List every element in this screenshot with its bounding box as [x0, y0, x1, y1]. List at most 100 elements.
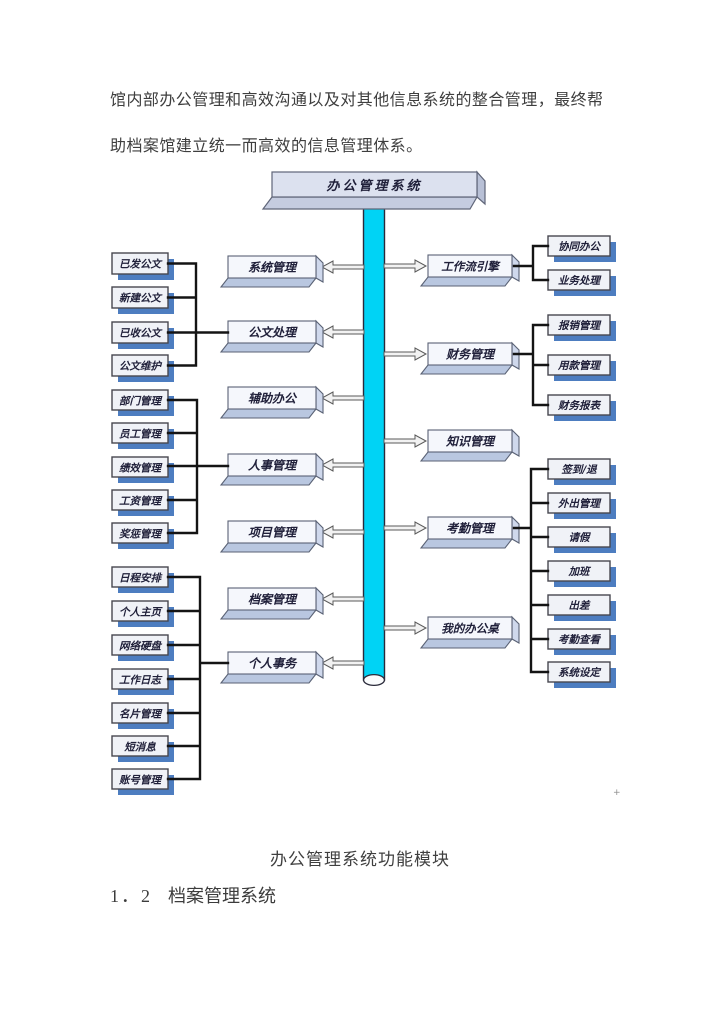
- right-arrows: [383, 259, 428, 635]
- child-box: 员工管理: [111, 422, 174, 449]
- diagram-connectors: [166, 244, 550, 781]
- module-bar-knowledge-mgmt: 知识管理: [419, 428, 520, 462]
- child-box-label: 用款管理: [557, 359, 602, 372]
- child-box-label: 协同办公: [558, 240, 601, 253]
- child-box: 用款管理: [547, 354, 616, 381]
- module-bar-auxiliary-office: 辅助办公: [219, 385, 324, 419]
- child-box-label: 新建公文: [119, 292, 163, 305]
- module-bar-label: 档案管理: [248, 593, 298, 607]
- child-box-label: 考勤查看: [558, 633, 601, 646]
- module-bar-attendance-mgmt: 考勤管理: [419, 515, 520, 549]
- child-box: 部门管理: [111, 389, 174, 416]
- child-box-label: 财务报表: [557, 399, 601, 412]
- child-box-label: 出差: [569, 599, 591, 612]
- right-children-group1: 协同办公 业务处理: [547, 235, 616, 296]
- child-box: 网络硬盘: [111, 634, 174, 661]
- paragraph-line: 馆内部办公管理和高效沟通以及对其他信息系统的整合管理，最终帮: [110, 92, 604, 109]
- child-box: 系统设定: [547, 661, 616, 688]
- arrow-right-icon: [383, 347, 428, 361]
- body-paragraph: 馆内部办公管理和高效沟通以及对其他信息系统的整合管理，最终帮 助档案馆建立统一而…: [110, 78, 626, 170]
- child-box: 工资管理: [111, 489, 174, 516]
- paragraph-line: 助档案馆建立统一而高效的信息管理体系。: [110, 138, 423, 155]
- child-box: 报销管理: [547, 314, 616, 341]
- module-bar-document-processing: 公文处理: [219, 319, 324, 353]
- child-box-label: 员工管理: [119, 428, 163, 441]
- arrow-right-icon: [383, 621, 428, 635]
- arrow-right-icon: [383, 434, 428, 448]
- left-module-bars: 系统管理 公文处理 辅助办公 人事管理: [219, 254, 324, 684]
- arrow-right-icon: [383, 521, 428, 535]
- module-bar-workflow-engine: 工作流引擎: [419, 253, 520, 287]
- left-children-group3: 日程安排 个人主页 网络硬盘 工作日志 名片管理: [111, 566, 174, 795]
- module-bar-system-mgmt: 系统管理: [219, 254, 324, 288]
- arrow-left-icon: [320, 260, 365, 274]
- module-bar-label: 项目管理: [248, 526, 298, 540]
- module-bar-hr-mgmt: 人事管理: [219, 452, 324, 486]
- arrow-left-icon: [320, 391, 365, 405]
- child-box-label: 系统设定: [558, 666, 601, 679]
- child-box: 账号管理: [111, 768, 174, 795]
- child-box: 公文维护: [111, 354, 174, 382]
- central-pipe: [362, 197, 386, 687]
- right-module-bars: 工作流引擎 财务管理 知识管理 考勤管理: [419, 253, 520, 649]
- child-box: 财务报表: [547, 394, 616, 421]
- module-bar-personal-affairs: 个人事务: [219, 650, 324, 684]
- left-arrows: [320, 260, 365, 670]
- module-bar-finance-mgmt: 财务管理: [419, 341, 520, 375]
- module-bar-label: 系统管理: [248, 261, 298, 275]
- module-bar-label: 知识管理: [445, 435, 496, 449]
- child-box-label: 短消息: [124, 741, 156, 754]
- child-box-label: 工资管理: [119, 495, 163, 508]
- diagram-title: 办公管理系统: [326, 178, 422, 194]
- connector-group-l3: [166, 575, 230, 781]
- connector-group-l2: [166, 398, 230, 535]
- child-box: 请假: [547, 526, 616, 553]
- child-box: 绩效管理: [111, 456, 174, 483]
- module-bar-label: 辅助办公: [248, 392, 298, 406]
- diagram-title-box: 办公管理系统: [261, 170, 486, 210]
- left-children-group2: 部门管理 员工管理 绩效管理 工资管理 奖惩管理: [111, 389, 174, 549]
- arrow-left-icon: [320, 525, 365, 539]
- child-box: 已发公文: [111, 252, 174, 280]
- child-box: 个人主页: [111, 600, 174, 627]
- arrow-left-icon: [320, 458, 365, 472]
- child-box: 名片管理: [111, 702, 174, 729]
- section-heading-text: 档案管理系统: [168, 886, 276, 906]
- child-box-label: 外出管理: [557, 497, 602, 510]
- child-box-label: 已收公文: [119, 327, 163, 340]
- right-children-group2: 报销管理 用款管理 财务报表: [547, 314, 616, 421]
- child-box: 工作日志: [111, 668, 174, 695]
- object-anchor-mark: +: [613, 788, 621, 798]
- child-box-label: 已发公文: [119, 258, 163, 271]
- child-box: 新建公文: [111, 286, 174, 314]
- child-box-label: 名片管理: [119, 708, 163, 721]
- module-bar-label: 公文处理: [248, 326, 298, 340]
- child-box: 加班: [547, 560, 616, 587]
- child-box-label: 公文维护: [119, 360, 162, 373]
- module-bar-archive-mgmt: 档案管理: [219, 586, 324, 620]
- child-box: 协同办公: [547, 235, 616, 262]
- module-bar-label: 考勤管理: [446, 522, 496, 536]
- child-box-label: 部门管理: [119, 395, 163, 408]
- right-children-group3: 签到/退 外出管理 请假 加班 出差: [547, 458, 616, 688]
- child-box-label: 账号管理: [118, 774, 163, 787]
- arrow-left-icon: [320, 656, 365, 670]
- left-children-group1: 已发公文 新建公文 已收公文 公文维护: [111, 252, 174, 382]
- child-box: 外出管理: [547, 492, 616, 519]
- child-box: 签到/退: [547, 458, 616, 485]
- child-box: 已收公文: [111, 321, 174, 349]
- child-box-label: 绩效管理: [119, 462, 163, 475]
- child-box-label: 请假: [569, 531, 591, 544]
- child-box-label: 工作日志: [119, 674, 163, 687]
- child-box-label: 业务处理: [558, 274, 602, 287]
- connector-group-l1: [166, 262, 230, 367]
- arrow-left-icon: [320, 592, 365, 606]
- child-box: 业务处理: [547, 269, 616, 296]
- child-box-label: 奖惩管理: [119, 528, 163, 541]
- connector-group-r2: [512, 323, 550, 407]
- child-box-label: 加班: [568, 565, 592, 578]
- pipe-bottom-cap: [362, 673, 386, 687]
